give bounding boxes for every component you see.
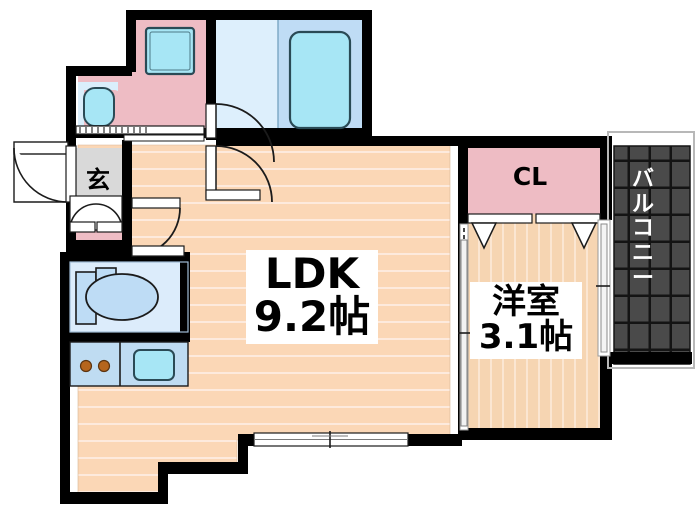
balcony-region xyxy=(613,145,691,365)
balcony-char-5: ー xyxy=(631,265,654,291)
vanity-basin-icon xyxy=(83,87,122,128)
closet-region xyxy=(468,148,600,214)
balcony-char-1: バ xyxy=(631,167,654,192)
closet-folding-doors[interactable] xyxy=(467,213,601,250)
ldk-size: 9.2帖 xyxy=(253,291,371,341)
ldk-room-label: LDK 9.2帖 xyxy=(246,250,378,344)
balcony-sliding-door[interactable] xyxy=(596,219,611,357)
bathtub-icon xyxy=(288,30,352,130)
ldk-name: LDK xyxy=(264,249,360,298)
front-entrance-door[interactable] xyxy=(13,141,77,203)
washing-machine-icon xyxy=(144,26,196,76)
bedroom-name: 洋室 xyxy=(492,282,560,322)
balcony-char-2: ル xyxy=(631,191,654,217)
ldk-entry-door[interactable] xyxy=(205,145,273,203)
balcony-char-4: ニ xyxy=(631,240,654,266)
bath-door[interactable] xyxy=(205,103,275,163)
toilet-room-outline xyxy=(69,261,189,333)
bedroom-sliding-door[interactable] xyxy=(458,223,470,431)
toilet-icon xyxy=(75,267,159,325)
entrance-label: 玄 xyxy=(86,166,110,194)
bedroom-size: 3.1帖 xyxy=(478,316,574,357)
entrance-double-door[interactable] xyxy=(69,195,123,233)
closet-label: CL xyxy=(512,162,548,191)
kitchen-icon xyxy=(69,341,189,387)
hall-inner-door[interactable] xyxy=(131,197,185,257)
sanitary-sliding-door[interactable] xyxy=(75,125,205,142)
balcony-label: バ ル コ ニ ー xyxy=(630,167,656,291)
bedroom-room-label: 洋室 3.1帖 xyxy=(470,282,582,360)
ldk-window[interactable] xyxy=(253,431,409,448)
balcony-char-3: コ xyxy=(631,216,654,242)
